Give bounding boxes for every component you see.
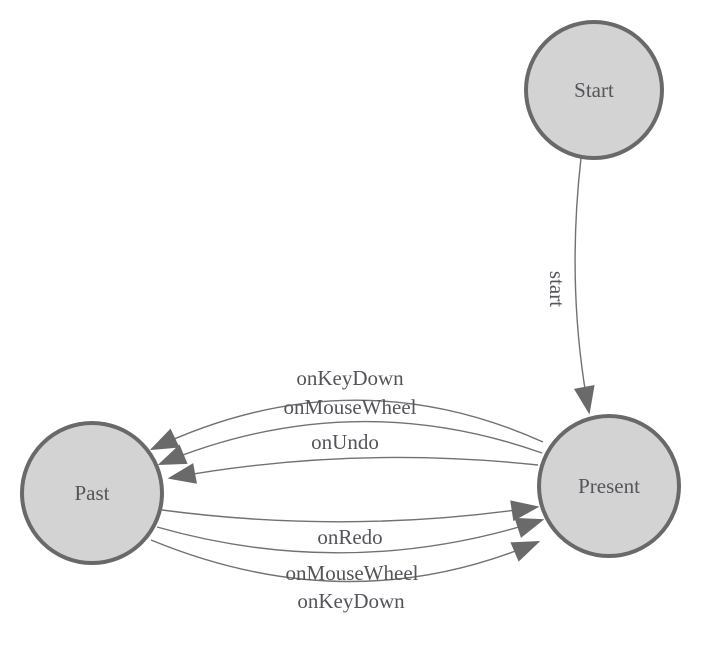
state-label-present: Present — [578, 474, 640, 498]
transition-edge-past-to-present-onredo — [161, 500, 540, 523]
transition-edge-start-to-present — [573, 157, 595, 415]
transition-edge-present-to-past-onkeydown — [149, 399, 544, 451]
edge-labels-layer: start onKeyDown onMouseWheel onUndo onRedo on… — [284, 271, 569, 613]
transition-label-past-to-present-onkeydown: onKeyDown — [297, 589, 405, 613]
transition-edge-present-to-past-onundo — [167, 456, 539, 484]
transition-label-present-to-past-onkeydown: onKeyDown — [296, 366, 404, 390]
state-node-past[interactable] — [20, 421, 164, 565]
state-node-start[interactable] — [524, 20, 664, 160]
transition-label-present-to-past-onundo: onUndo — [311, 430, 379, 454]
state-node-present[interactable] — [537, 414, 681, 558]
transition-label-present-to-past-onmousewheel: onMouseWheel — [284, 395, 417, 419]
state-label-past: Past — [74, 481, 109, 505]
transition-label-past-to-present-onmousewheel: onMouseWheel — [286, 561, 419, 585]
state-label-start: Start — [574, 78, 614, 102]
transition-edge-present-to-past-onmousewheel — [157, 420, 543, 465]
transition-edge-past-to-present-onkeydown — [150, 539, 541, 583]
edges-layer — [149, 157, 595, 583]
transition-label-past-to-present-onredo: onRedo — [317, 525, 382, 549]
transition-label-start-to-present: start — [545, 271, 569, 307]
transition-edge-past-to-present-onmousewheel — [156, 517, 545, 554]
